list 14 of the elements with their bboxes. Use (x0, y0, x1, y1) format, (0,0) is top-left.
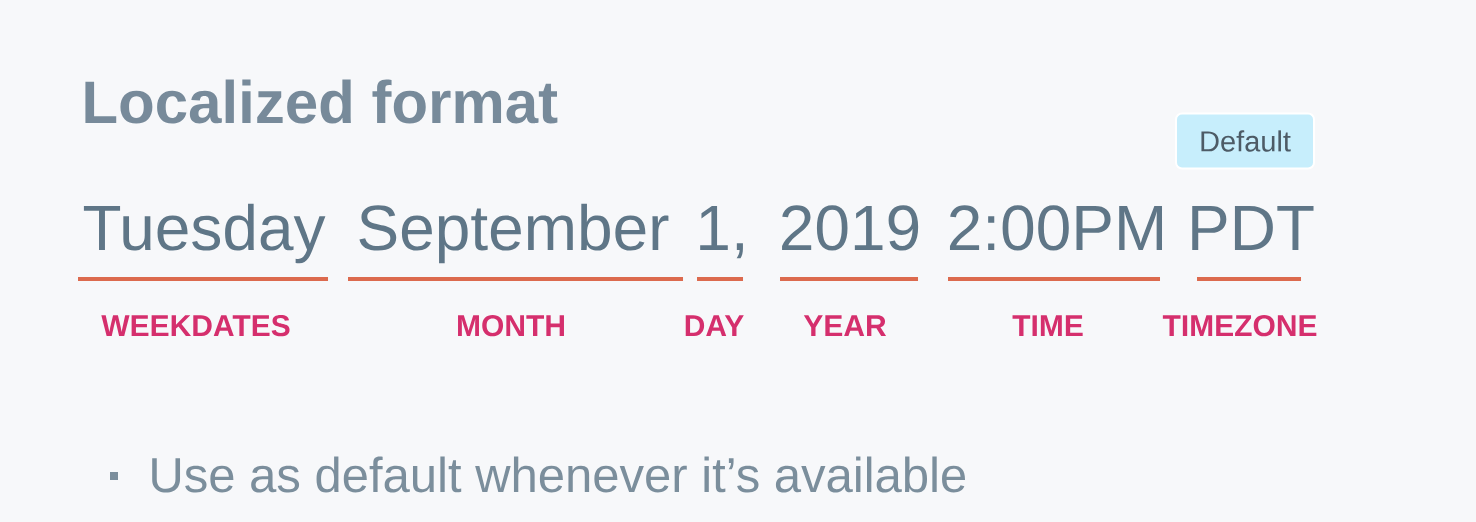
date-text: Tuesday (83, 203, 326, 264)
badge: Default (1175, 112, 1315, 170)
date-text: 2:00PM (949, 205, 1162, 251)
title: Localized format (85, 79, 558, 124)
field-label: MONTH (458, 315, 564, 337)
list-item-text: Use as default whenever it’s available (152, 456, 965, 493)
date-text: 2019 (782, 205, 919, 251)
date-text: September (359, 203, 669, 264)
field-label: TIMEZONE (1162, 315, 1317, 337)
field-label: DAY (685, 315, 744, 336)
field-label: WEEKDATES (101, 315, 290, 337)
field-label: YEAR (803, 315, 887, 336)
field-label: TIME (1012, 315, 1083, 336)
date-text: 1, (700, 206, 743, 259)
